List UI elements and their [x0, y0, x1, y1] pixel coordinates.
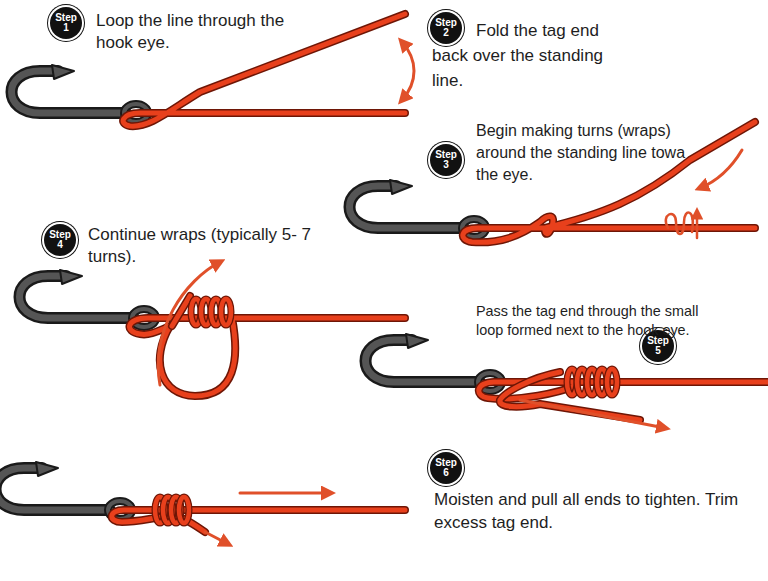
step-badge: Step 3 [430, 144, 462, 176]
direction-arrow [700, 150, 742, 188]
fishing-line [123, 14, 405, 126]
step-number: Step 2 [433, 18, 459, 39]
pull-arrow [205, 532, 228, 544]
instruction-block: Loop the line through the hook eye. [96, 10, 296, 54]
fold-arrow [402, 42, 414, 100]
direction-arrow [158, 262, 220, 385]
instruction-text: Moisten and pull all ends to tighten. Tr… [434, 490, 738, 532]
step-badge: Step 6 [430, 452, 462, 484]
step-badge: Step 1 [50, 7, 82, 39]
instruction-block: Fold the tag end back over the standing … [432, 18, 632, 93]
instruction-text: Begin making turns (wraps) around the st… [476, 122, 685, 183]
direction-arrow [520, 400, 665, 428]
instruction-text: Continue wraps (typically 5- 7 turns). [88, 225, 311, 266]
instruction-block: Moisten and pull all ends to tighten. Tr… [434, 488, 754, 534]
step-number: Step 5 [645, 336, 671, 357]
instruction-block: Pass the tag end through the small loop … [476, 302, 766, 360]
instruction-text: Fold the tag end back over the standing … [432, 21, 603, 90]
step-badge: Step 4 [44, 224, 76, 256]
wrap-symbol [666, 212, 697, 238]
fishing-line [463, 122, 755, 242]
step-number: Step 1 [53, 13, 79, 34]
instruction-block: Begin making turns (wraps) around the st… [476, 120, 691, 186]
step-number: Step 4 [47, 230, 73, 251]
instruction-block: Continue wraps (typically 5- 7 turns). [88, 224, 333, 268]
step-badge: Step 2 [430, 12, 462, 44]
badge-gap [722, 320, 766, 360]
pull-arrow [240, 492, 330, 495]
step-number: Step 6 [433, 458, 459, 479]
instruction-text: Loop the line through the hook eye. [96, 11, 284, 52]
fishing-line [479, 372, 768, 420]
step-number: Step 3 [433, 150, 459, 171]
instruction-text: Pass the tag end through the small loop … [476, 303, 698, 338]
